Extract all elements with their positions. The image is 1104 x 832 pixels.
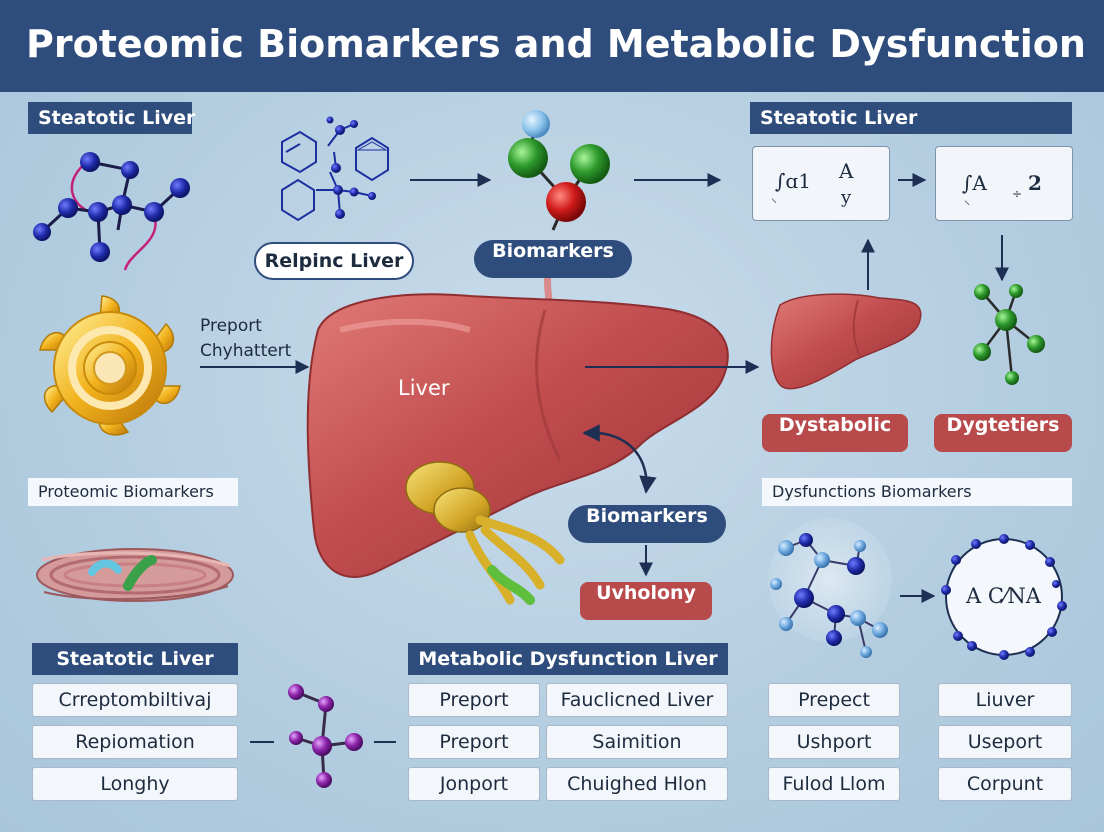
small-liver-illustration	[770, 293, 922, 390]
bottom-right-cell: Liuver	[938, 683, 1072, 717]
bottom-left-header: Steatotic Liver	[32, 643, 238, 675]
page-title: Proteomic Biomarkers and Metabolic Dysfu…	[26, 22, 1086, 66]
bottom-middle-cell: Chuighed Hlon	[546, 767, 728, 801]
biomarkers-mid-pill: Biomarkers	[568, 505, 726, 543]
formula-box-left: ∫ɑ1 A y ⸜	[752, 146, 890, 221]
circular-complex-icon	[941, 534, 1067, 660]
formula-right-d: ÷	[1012, 187, 1023, 201]
formula-left-d: ⸜	[771, 191, 778, 205]
bottom-middle-cell: Saimition	[546, 725, 728, 759]
formula-box-right: ∫A 2 ⸜ ÷	[935, 146, 1073, 221]
bottom-middle-cell: Jonport	[408, 767, 540, 801]
bottom-middle-cell: Preport	[408, 725, 540, 759]
molecule-green-red-icon	[508, 110, 610, 231]
formula-right-c: ⸜	[964, 193, 971, 207]
formula-left-a: ∫ɑ1	[775, 169, 811, 193]
liver-organ-illustration	[306, 293, 729, 578]
bottom-left-cell: Crreptombiltivaj	[32, 683, 238, 717]
uvholony-pill: Uvholony	[580, 582, 712, 620]
formula-left-c: y	[841, 187, 852, 208]
liver-label: Liver	[398, 376, 450, 400]
title-bar: Proteomic Biomarkers and Metabolic Dysfu…	[0, 0, 1104, 92]
top-right-banner: Steatotic Liver	[750, 102, 1072, 134]
dysfunctions-biomarkers-label: Dysfunctions Biomarkers	[762, 478, 1072, 506]
mitochondria-icon	[39, 295, 181, 436]
bottom-left-cell: Longhy	[32, 767, 238, 801]
bottom-right-cell: Useport	[938, 725, 1072, 759]
biomarkers-top-pill: Biomarkers	[474, 240, 632, 278]
gallbladder-illustration	[405, 461, 565, 605]
molecule-cluster-icon	[768, 518, 892, 658]
bottom-right-cell: Ushport	[768, 725, 900, 759]
bottom-right-cell: Prepect	[768, 683, 900, 717]
molecule-purple-icon	[288, 684, 363, 788]
bottom-left-cell: Repiomation	[32, 725, 238, 759]
bottom-middle-cell: Fauclicned Liver	[546, 683, 728, 717]
molecule-green-icon	[973, 284, 1045, 385]
arrow-label-line1: Preport	[200, 316, 262, 336]
bottom-right-cell: Corpunt	[938, 767, 1072, 801]
dystabolic-pill: Dystabolic	[762, 414, 908, 452]
bottom-middle-header: Metabolic Dysfunction Liver	[408, 643, 728, 675]
chemical-atoms-icon	[326, 116, 376, 219]
formula-left-b: A	[839, 159, 854, 183]
proteomic-biomarkers-label: Proteomic Biomarkers	[28, 478, 238, 506]
formula-right-b: 2	[1028, 171, 1042, 195]
relpinc-liver-pill: Relpinc Liver	[254, 242, 414, 280]
bottom-right-cell: Fulod Llom	[768, 767, 900, 801]
top-left-banner: Steatotic Liver	[28, 102, 195, 134]
dygtetiers-pill: Dygtetiers	[934, 414, 1072, 452]
bottom-middle-cell: Preport	[408, 683, 540, 717]
arrow-label-line2: Chyhattert	[200, 341, 292, 361]
molecule-blue-icon	[33, 152, 190, 271]
circle-complex-label: A C⁄NA	[966, 584, 1041, 608]
tissue-fiber-illustration	[36, 548, 234, 602]
formula-right-a: ∫A	[962, 171, 987, 195]
